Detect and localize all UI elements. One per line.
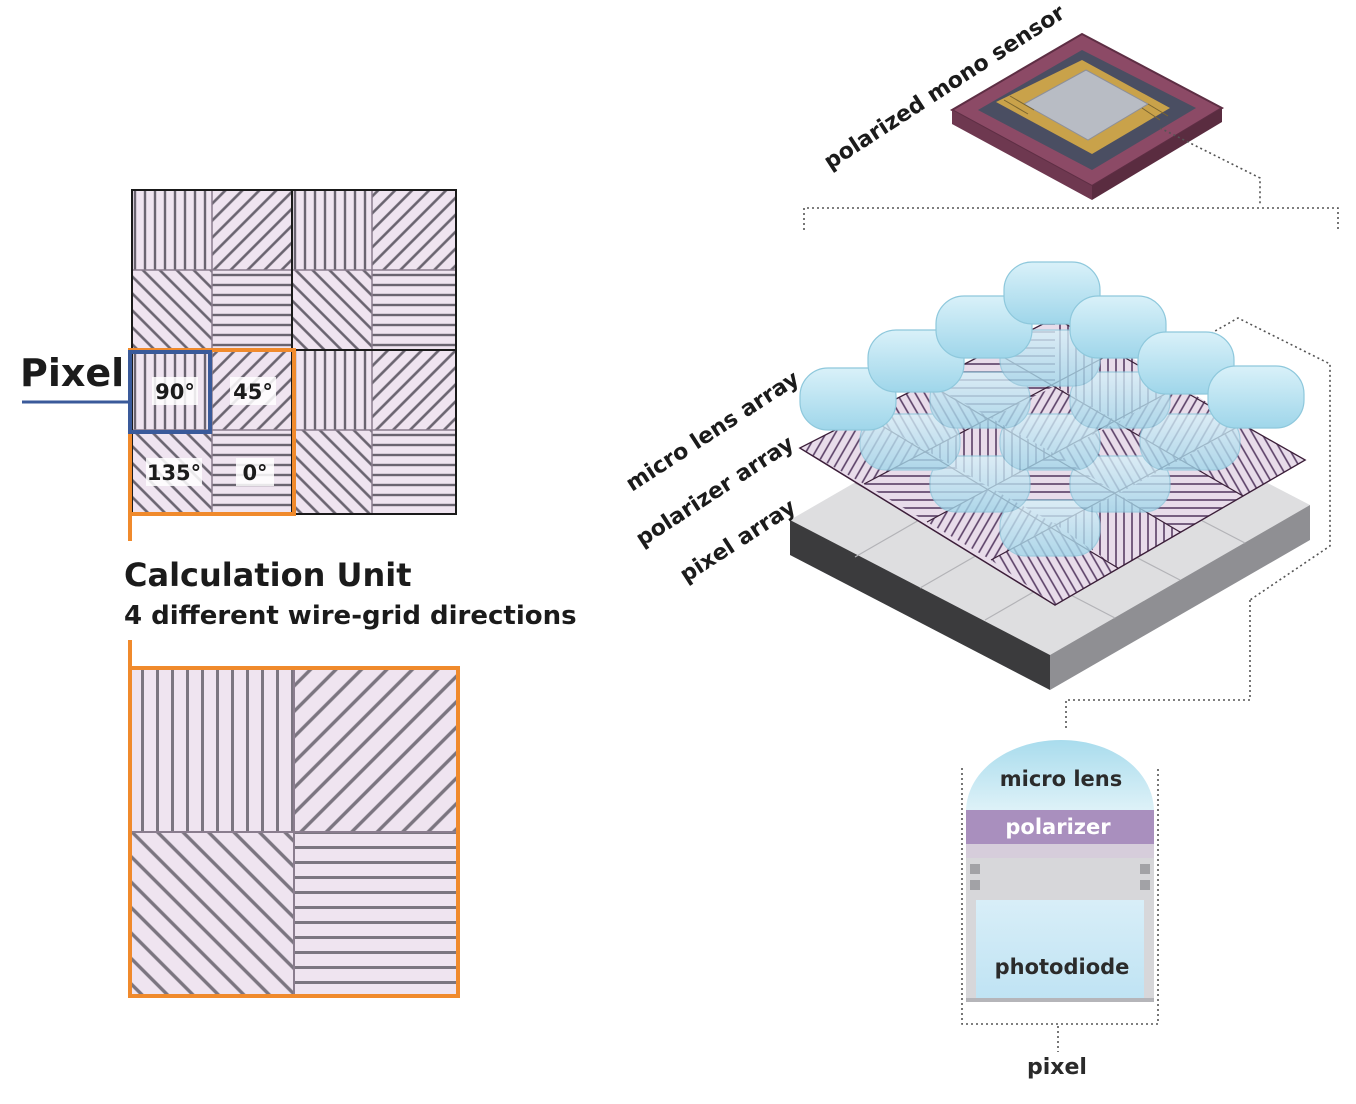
micro-lens-dome [966, 740, 1154, 812]
micro-lens [799, 367, 897, 431]
grid-cell [292, 430, 372, 514]
grid-cell [292, 270, 372, 350]
polarizer-array-label: polarizer array [632, 431, 799, 552]
grid-cell [372, 430, 456, 514]
micro-lens-array-layer [799, 261, 1305, 557]
tile-90 [132, 670, 294, 832]
micro-lens [999, 499, 1101, 557]
wire-grid [982, 846, 1130, 858]
sensor-chip [949, 32, 1225, 200]
grid-cell [212, 190, 292, 270]
grid-cell [132, 270, 212, 350]
tile-135 [132, 832, 294, 996]
polarizer-label: polarizer [1005, 815, 1111, 839]
micro-lens [929, 371, 1031, 429]
angle-135-label: 135° [147, 461, 201, 485]
micro-lens [929, 455, 1031, 513]
photodiode-label: photodiode [995, 955, 1130, 979]
angle-labels: 90° 45° 135° 0° [146, 377, 276, 486]
dotted-connectors [803, 127, 1339, 1052]
micro-lens-label: micro lens [1000, 767, 1123, 791]
angle-90-label: 90° [155, 380, 195, 404]
calculation-unit-enlarged [128, 640, 460, 998]
grid-cell [212, 270, 292, 350]
polarizer-layer [966, 810, 1154, 844]
pixel-cross-section: micro lens polarizer photodiode [966, 740, 1154, 1002]
micro-lens [999, 413, 1101, 471]
grid-cell [292, 190, 372, 270]
tile-45 [294, 670, 458, 832]
grid-cell [132, 190, 212, 270]
micro-lens [1069, 371, 1171, 429]
micro-lens [1069, 295, 1167, 359]
pixel-cross-section-label: pixel [1027, 1055, 1087, 1080]
angle-45-label: 45° [233, 380, 273, 404]
pixel-outline [128, 350, 212, 434]
micro-lens [1207, 365, 1305, 429]
pixel-label: Pixel [20, 351, 124, 395]
micro-lens [1069, 455, 1171, 513]
photodiode-region [976, 900, 1144, 1000]
grid-cell [372, 350, 456, 430]
pixel-grid [131, 189, 457, 515]
grid-cell [292, 350, 372, 430]
grid-cell [372, 190, 456, 270]
angle-0-label: 0° [242, 461, 267, 485]
calculation-unit-subtitle: 4 different wire-grid directions [124, 601, 577, 631]
calculation-unit-title: Calculation Unit [124, 556, 412, 594]
grid-cell [372, 270, 456, 350]
tile-0 [294, 832, 458, 996]
micro-lens [1139, 413, 1241, 471]
micro-lens [1137, 331, 1235, 395]
micro-lens [859, 413, 961, 471]
